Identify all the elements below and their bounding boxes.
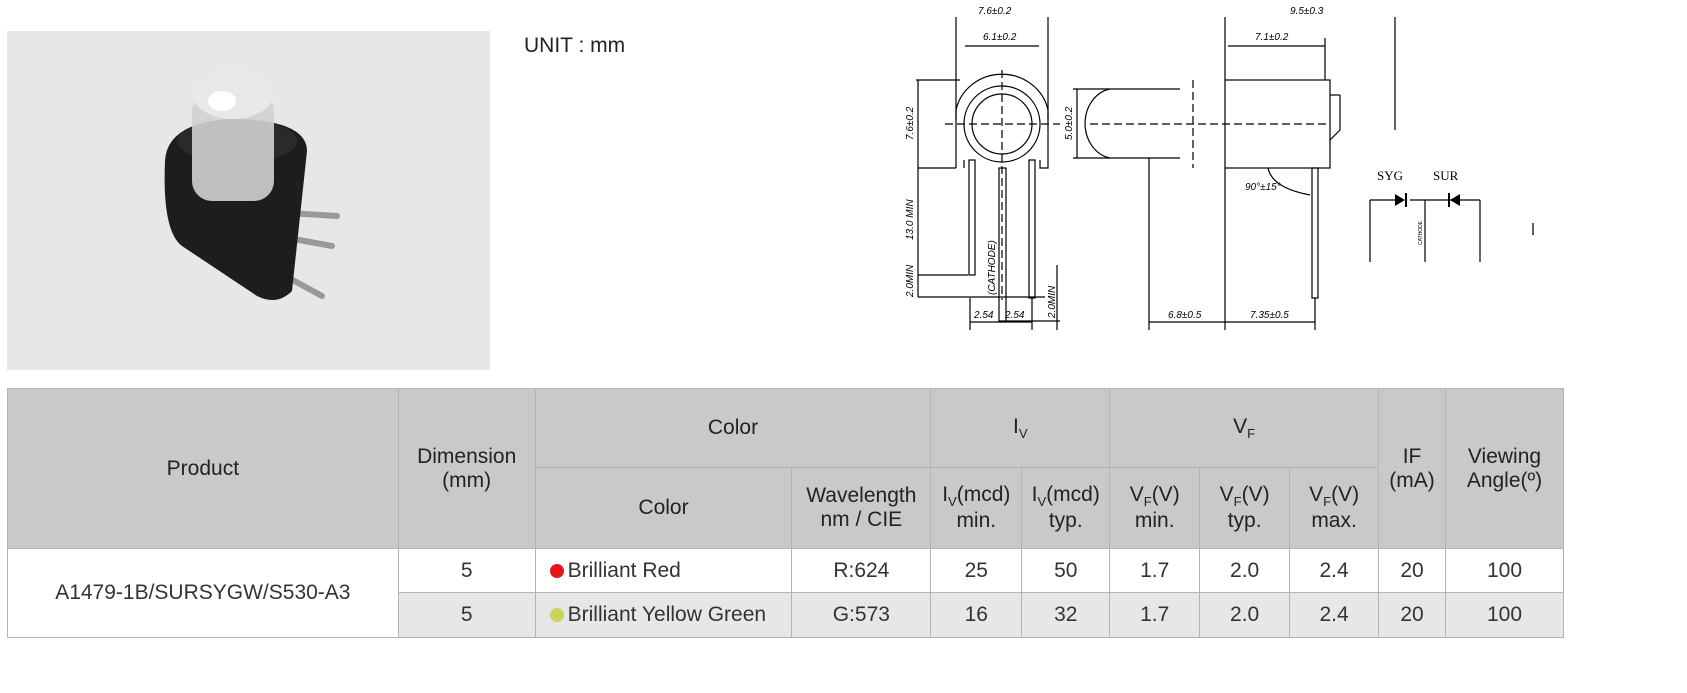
product-photo bbox=[7, 31, 490, 370]
if-cell: 20 bbox=[1378, 548, 1446, 593]
wavelength-cell: G:573 bbox=[791, 592, 932, 638]
dim-side-outer: 9.5±0.3 bbox=[1290, 6, 1324, 17]
dimension-cell: 5 bbox=[397, 592, 536, 638]
angle-cell: 100 bbox=[1445, 592, 1564, 638]
dim-front-inner: 6.1±0.2 bbox=[983, 32, 1017, 43]
header-color: Color bbox=[534, 467, 793, 549]
header-iv-min: IV(mcd)min. bbox=[930, 467, 1023, 549]
dim-bend-angle: 90°±15° bbox=[1245, 182, 1281, 193]
schematic-cathode-label: CATHODE bbox=[1418, 220, 1424, 245]
header-iv-typ: IV(mcd)typ. bbox=[1021, 467, 1111, 549]
vf-typ-cell: 2.0 bbox=[1199, 592, 1291, 638]
color-cell: Brilliant Yellow Green bbox=[534, 592, 793, 638]
dim-lens-diameter: 5.0±0.2 bbox=[1064, 106, 1075, 140]
vf-min-cell: 1.7 bbox=[1109, 592, 1201, 638]
dimension-cell: 5 bbox=[397, 548, 536, 593]
dim-pitch-1: 2.54 bbox=[973, 310, 994, 321]
dimension-drawing: 7.6±0.2 6.1±0.2 7.6±0.2 13.0 MIN 2.0MIN … bbox=[905, 6, 1534, 330]
dim-lens-protrusion: 6.8±0.5 bbox=[1168, 310, 1202, 321]
header-if: IF(mA) bbox=[1378, 388, 1446, 549]
vf-max-cell: 2.4 bbox=[1289, 592, 1380, 638]
cathode-label: (CATHODE) bbox=[987, 240, 998, 295]
header-dimension: Dimension(mm) bbox=[397, 388, 536, 549]
dim-lead-bend: 7.35±0.5 bbox=[1250, 310, 1289, 321]
led-photo-illustration bbox=[164, 67, 340, 300]
angle-cell: 100 bbox=[1445, 548, 1564, 593]
iv-typ-cell: 50 bbox=[1021, 548, 1111, 593]
unit-label: UNIT : mm bbox=[524, 34, 626, 57]
header-iv: IV bbox=[930, 388, 1111, 468]
header-vf-max: VF(V)max. bbox=[1289, 467, 1380, 549]
if-cell: 20 bbox=[1378, 592, 1446, 638]
iv-typ-cell: 32 bbox=[1021, 592, 1111, 638]
dim-front-height: 7.6±0.2 bbox=[905, 106, 916, 140]
wavelength-cell: R:624 bbox=[791, 548, 932, 593]
product-cell: A1479-1B/SURSYGW/S530-A3 bbox=[7, 548, 399, 638]
dim-side-inner: 7.1±0.2 bbox=[1255, 32, 1289, 43]
spec-table: Product Dimension(mm) Color IV VF IF(mA)… bbox=[7, 388, 1564, 638]
dim-lead-offset-right: 2.0MIN bbox=[1047, 285, 1058, 319]
diode-sur-icon bbox=[1450, 194, 1460, 206]
header-product: Product bbox=[7, 388, 399, 549]
dim-lead-offset-left: 2.0MIN bbox=[905, 264, 916, 298]
header-color-group: Color bbox=[534, 388, 932, 468]
header-vf-min: VF(V)min. bbox=[1109, 467, 1201, 549]
dim-lead-length: 13.0 MIN bbox=[905, 199, 916, 240]
table-row: 5 Brilliant Yellow Green G:573 16 32 1.7… bbox=[8, 592, 1564, 638]
iv-min-cell: 25 bbox=[930, 548, 1023, 593]
vf-min-cell: 1.7 bbox=[1109, 548, 1201, 593]
iv-min-cell: 16 bbox=[930, 592, 1023, 638]
color-cell: Brilliant Red bbox=[534, 548, 793, 593]
schematic-sur-label: SUR bbox=[1433, 168, 1459, 183]
header-vf: VF bbox=[1109, 388, 1380, 468]
vf-max-cell: 2.4 bbox=[1289, 548, 1380, 593]
dim-front-outer: 7.6±0.2 bbox=[978, 6, 1012, 17]
table-row: A1479-1B/SURSYGW/S530-A3 5 Brilliant Red… bbox=[7, 548, 1564, 638]
color-dot-icon bbox=[549, 608, 564, 622]
schematic-syg-label: SYG bbox=[1377, 168, 1403, 183]
header-vf-typ: VF(V)typ. bbox=[1199, 467, 1291, 549]
color-dot-icon bbox=[549, 563, 564, 578]
vf-typ-cell: 2.0 bbox=[1199, 548, 1291, 593]
dim-pitch-2: 2.54 bbox=[1004, 310, 1025, 321]
diode-syg-icon bbox=[1395, 194, 1405, 206]
